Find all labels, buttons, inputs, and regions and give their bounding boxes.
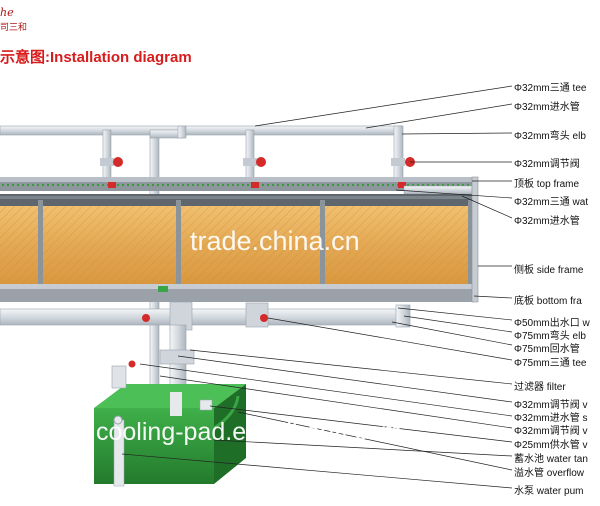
tee-drop-2: [245, 129, 255, 179]
callout-tee-top: Φ32mm三通 tee: [514, 83, 587, 94]
watermark-trade: trade.china.cn: [190, 226, 360, 256]
callout-top-frame: 顶板 top frame: [514, 179, 580, 190]
leader-lines: [121, 85, 513, 489]
top-supply-pipe: [0, 125, 403, 136]
valve-1: [100, 157, 123, 167]
tee-drop-1: [102, 129, 112, 179]
callout-elbow-75: Φ75mm弯头 elb: [514, 331, 586, 342]
callout-inlet-pipe-3: Φ32mm进水管 s: [514, 413, 588, 424]
riser-elbow-top: [177, 125, 187, 139]
callout-filter: 过滤器 filter: [514, 382, 566, 393]
callout-water-tank: 蓄水池 water tan: [514, 454, 588, 465]
callout-inlet-pipe: Φ32mm进水管: [514, 102, 580, 113]
water-pump: [111, 365, 127, 389]
callout-inlet-pipe-2: Φ32mm进水管: [514, 216, 580, 227]
callout-outlet: Φ50mm出水口 w: [514, 318, 590, 329]
callout-water-pump: 水泵 water pum: [514, 486, 584, 497]
brand-logo-text: he: [0, 6, 14, 19]
callout-valve-2: Φ32mm调节阀 v: [514, 400, 588, 411]
return-pipe: [0, 308, 405, 326]
side-frame: [471, 176, 479, 303]
valve-2: [243, 157, 266, 167]
page-title: 示意图:Installation diagram: [0, 49, 192, 66]
callout-regulating-valve: Φ32mm调节阀: [514, 159, 580, 170]
callout-overflow: 溢水管 overflow: [514, 468, 585, 479]
callout-side-frame: 侧板 side frame: [514, 265, 584, 276]
callout-return-pipe: Φ75mm回水管: [514, 344, 580, 355]
callout-valve-3: Φ32mm调节阀 v: [514, 426, 588, 437]
callout-tee-75: Φ75mm三通 tee: [514, 358, 587, 369]
callout-water-tee: Φ32mm三通 wat: [514, 197, 589, 208]
brand-chinese-name: 司三和: [0, 23, 28, 33]
elbow-right: [393, 125, 404, 179]
callout-supply-pipe: Φ25mm供水管 v: [514, 440, 588, 451]
watermark-alibaba: cooling-pad.en.alibaba.com: [96, 418, 402, 446]
callout-elbow: Φ32mm弯头 elb: [514, 131, 586, 142]
filter: [199, 399, 213, 411]
callout-bottom-frame: 底板 bottom fra: [514, 296, 582, 307]
